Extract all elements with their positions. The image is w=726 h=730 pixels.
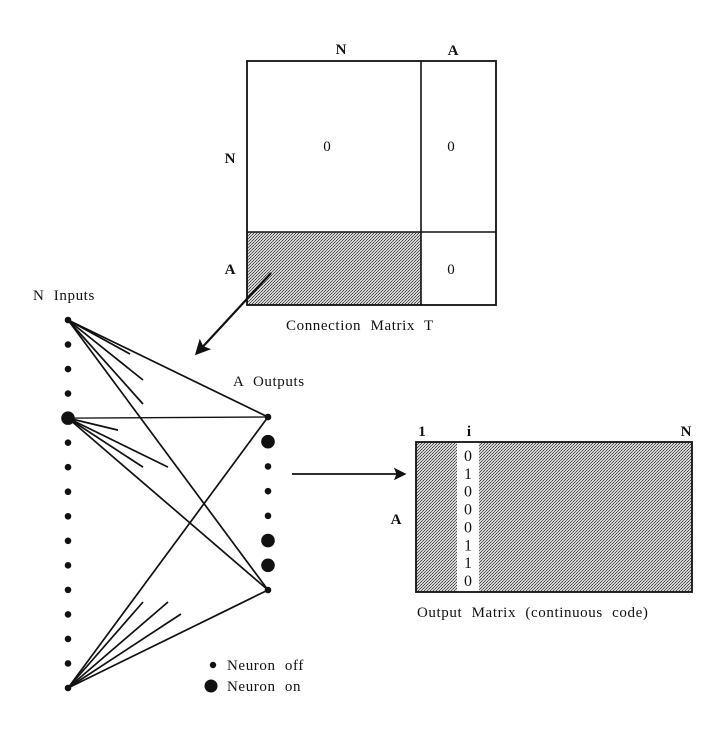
output-neuron-on <box>261 434 275 449</box>
connection-stub <box>67 417 119 431</box>
output-neuron-off <box>264 586 272 594</box>
connection-stub <box>67 417 144 468</box>
input-neuron-on <box>61 411 75 425</box>
outputs-label: A Outputs <box>233 374 305 390</box>
matrix-row-label-A: A <box>225 262 236 278</box>
input-neuron-off <box>64 684 72 692</box>
connection-stub <box>67 319 131 355</box>
column-i-value: 1 <box>464 555 472 572</box>
input-neuron-off <box>64 611 72 618</box>
connection-line <box>67 319 269 591</box>
matrix-cell-NN: 0 <box>323 139 331 155</box>
output-matrix-shaded-left <box>416 442 457 592</box>
connection-stub <box>67 601 144 689</box>
output-neuron-on <box>261 533 275 548</box>
output-neuron-off <box>264 413 272 421</box>
column-i-value: 1 <box>464 466 472 483</box>
output-matrix-col-label-N: N <box>681 424 692 440</box>
input-neuron-off <box>64 562 72 569</box>
legend-label-on: Neuron on <box>227 679 301 695</box>
output-neuron-off <box>264 463 272 470</box>
input-neuron-off <box>64 512 72 520</box>
output-matrix-col-label-1: 1 <box>418 424 426 440</box>
output-matrix-border <box>415 441 693 593</box>
input-neuron-off <box>64 537 72 545</box>
input-neuron-off <box>64 635 72 643</box>
network-connections <box>67 319 269 689</box>
connection-matrix-caption: Connection Matrix T <box>286 318 434 334</box>
connection-stub <box>67 319 144 381</box>
input-neuron-off <box>64 488 72 496</box>
legend-neuron-off-icon <box>209 661 217 669</box>
connection-line <box>67 417 269 591</box>
connection-stub <box>67 319 144 405</box>
input-neuron-off <box>64 463 72 471</box>
input-neuron-off <box>64 390 72 397</box>
column-i-value: 0 <box>464 448 472 465</box>
input-neuron-off <box>64 316 72 324</box>
legend-neuron-on-icon <box>204 679 218 693</box>
inputs-label: N Inputs <box>33 288 95 304</box>
legend-label-off: Neuron off <box>227 658 304 674</box>
column-i-value: 0 <box>464 502 472 519</box>
column-i-value: 0 <box>464 484 472 501</box>
connection-line <box>67 589 269 689</box>
column-i-value: 1 <box>464 537 472 554</box>
connection-stub <box>67 601 169 689</box>
column-i-value: 0 <box>464 519 472 536</box>
output-matrix-col-label-i: i <box>467 424 471 440</box>
matrix-to-network-arrow <box>194 272 272 356</box>
input-neuron-off <box>64 365 72 373</box>
matrix-col-label-N: N <box>336 42 347 58</box>
output-matrix-row-label-A: A <box>391 512 402 528</box>
output-neuron-on <box>261 558 275 573</box>
output-neuron-column <box>261 413 275 594</box>
connection-line <box>67 319 269 418</box>
input-neuron-column <box>61 316 75 692</box>
connection-stub <box>67 613 182 689</box>
input-neuron-off <box>64 586 72 594</box>
input-neuron-off <box>64 341 72 348</box>
input-neuron-off <box>64 660 72 667</box>
matrix-cell-AA: 0 <box>447 262 455 278</box>
connection-line <box>67 416 269 689</box>
output-matrix-shaded-right <box>479 442 692 592</box>
input-neuron-off <box>64 439 72 446</box>
connection-matrix-border <box>246 60 497 306</box>
matrix-col-label-A: A <box>448 43 459 59</box>
connection-stub <box>67 417 169 468</box>
output-matrix-caption: Output Matrix (continuous code) <box>417 605 648 621</box>
matrix-row-label-N: N <box>225 151 236 167</box>
output-matrix-column-i <box>457 442 479 592</box>
matrix-cell-NA: 0 <box>447 139 455 155</box>
output-neuron-off <box>264 487 272 495</box>
connection-line <box>67 416 269 419</box>
output-neuron-off <box>264 512 272 520</box>
legend: Neuron off Neuron on <box>204 658 304 695</box>
matrix-block-AN-shaded <box>247 232 421 305</box>
connection-matrix: N A N A 0 0 0 Connection Matrix T <box>225 42 497 334</box>
column-i-value: 0 <box>464 573 472 590</box>
